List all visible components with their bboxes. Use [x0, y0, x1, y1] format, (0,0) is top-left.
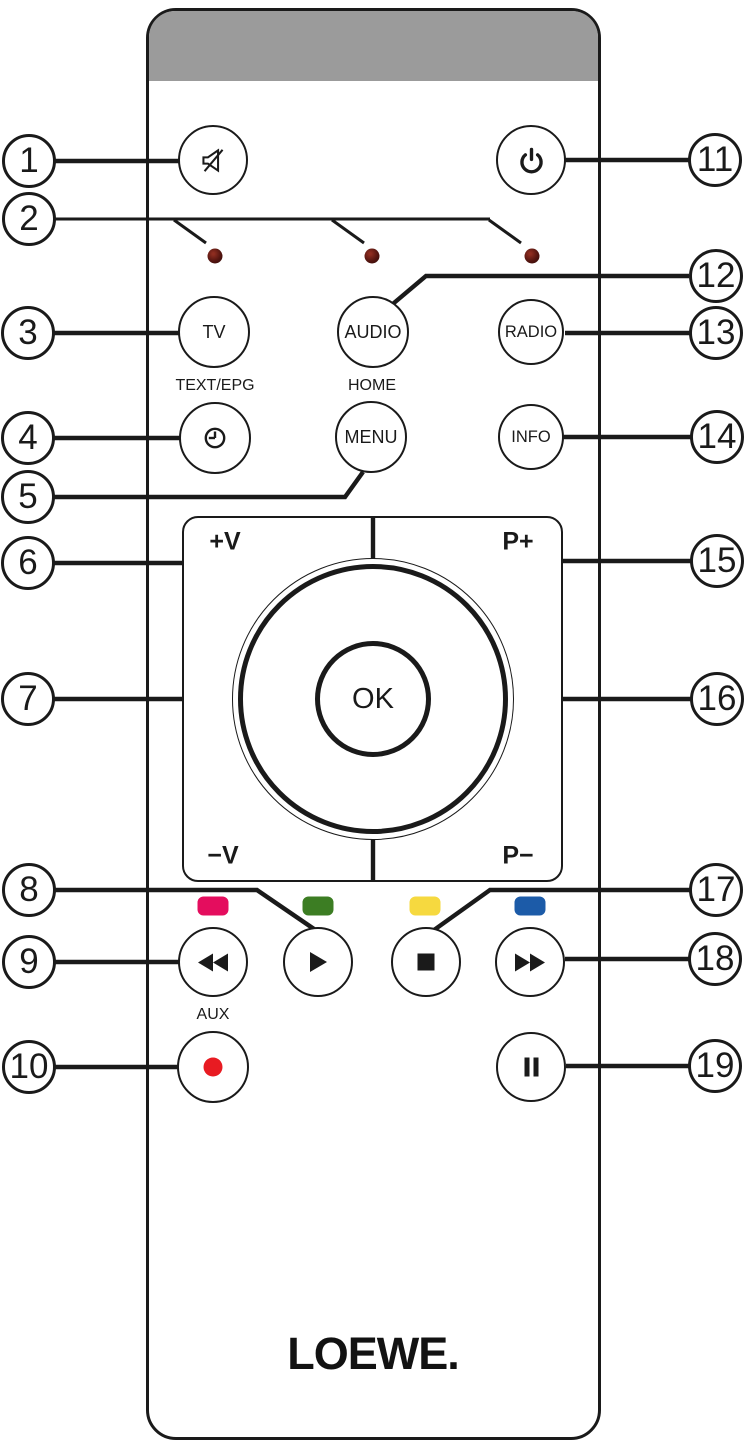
- pause-button[interactable]: [496, 1032, 566, 1102]
- fast-forward-button[interactable]: [495, 927, 565, 997]
- mute-button[interactable]: [178, 125, 248, 195]
- rewind-icon: [198, 953, 228, 971]
- callout-9: 9: [2, 935, 56, 989]
- callout-18: 18: [688, 932, 742, 986]
- ok-button[interactable]: OK: [315, 641, 431, 757]
- callout-19: 19: [688, 1039, 742, 1093]
- rewind-button[interactable]: [178, 927, 248, 997]
- clock-icon: [204, 427, 226, 449]
- fast-forward-icon: [515, 953, 545, 971]
- info-button-label: INFO: [511, 427, 551, 446]
- program-down-label: P−: [502, 841, 534, 870]
- home-label: HOME: [348, 377, 396, 394]
- stop-button[interactable]: [391, 927, 461, 997]
- callout-15: 15: [690, 534, 744, 588]
- yellow-color-key[interactable]: [409, 896, 441, 916]
- callout-2: 2: [2, 192, 56, 246]
- callout-16: 16: [690, 672, 744, 726]
- play-icon: [309, 952, 327, 972]
- callout-17: 17: [689, 863, 743, 917]
- callout-4: 4: [1, 411, 55, 465]
- callout-5: 5: [1, 470, 55, 524]
- aux-label: AUX: [196, 1006, 230, 1023]
- power-button[interactable]: [496, 125, 566, 195]
- callout-6: 6: [1, 536, 55, 590]
- top-band: [149, 11, 598, 81]
- callout-7: 7: [1, 672, 55, 726]
- audio-button-label: AUDIO: [344, 321, 402, 342]
- power-icon: [519, 147, 543, 173]
- menu-button-label: MENU: [344, 426, 398, 447]
- brand-logo: LOEWE.: [287, 1328, 459, 1379]
- green-color-key[interactable]: [302, 896, 334, 916]
- radio-button[interactable]: RADIO: [498, 299, 564, 365]
- text-epg-label: TEXT/EPG: [175, 377, 255, 394]
- volume-up-label: +V: [209, 527, 241, 556]
- timer-button[interactable]: [179, 402, 251, 474]
- red-color-key[interactable]: [197, 896, 229, 916]
- info-button[interactable]: INFO: [498, 404, 564, 470]
- pause-icon: [524, 1057, 538, 1077]
- menu-button[interactable]: MENU: [335, 401, 407, 473]
- program-up-label: P+: [502, 527, 534, 556]
- ok-button-label: OK: [352, 682, 394, 715]
- status-led-2: [364, 248, 380, 264]
- callout-11: 11: [688, 133, 742, 187]
- radio-button-label: RADIO: [504, 322, 558, 341]
- callout-13: 13: [689, 306, 743, 360]
- blue-color-key[interactable]: [514, 896, 546, 916]
- status-led-1: [207, 248, 223, 264]
- mute-icon: [202, 147, 224, 173]
- audio-button[interactable]: AUDIO: [337, 296, 409, 368]
- status-led-3: [524, 248, 540, 264]
- callout-3: 3: [1, 306, 55, 360]
- record-button[interactable]: [177, 1031, 249, 1103]
- callout-8: 8: [2, 863, 56, 917]
- tv-button[interactable]: TV: [178, 296, 250, 368]
- callout-12: 12: [689, 249, 743, 303]
- callout-10: 10: [2, 1040, 56, 1094]
- tv-button-label: TV: [202, 321, 226, 342]
- record-icon: [203, 1057, 223, 1077]
- volume-down-label: −V: [207, 841, 239, 870]
- callout-14: 14: [690, 410, 744, 464]
- play-button[interactable]: [283, 927, 353, 997]
- callout-1: 1: [2, 134, 56, 188]
- stop-icon: [417, 953, 435, 971]
